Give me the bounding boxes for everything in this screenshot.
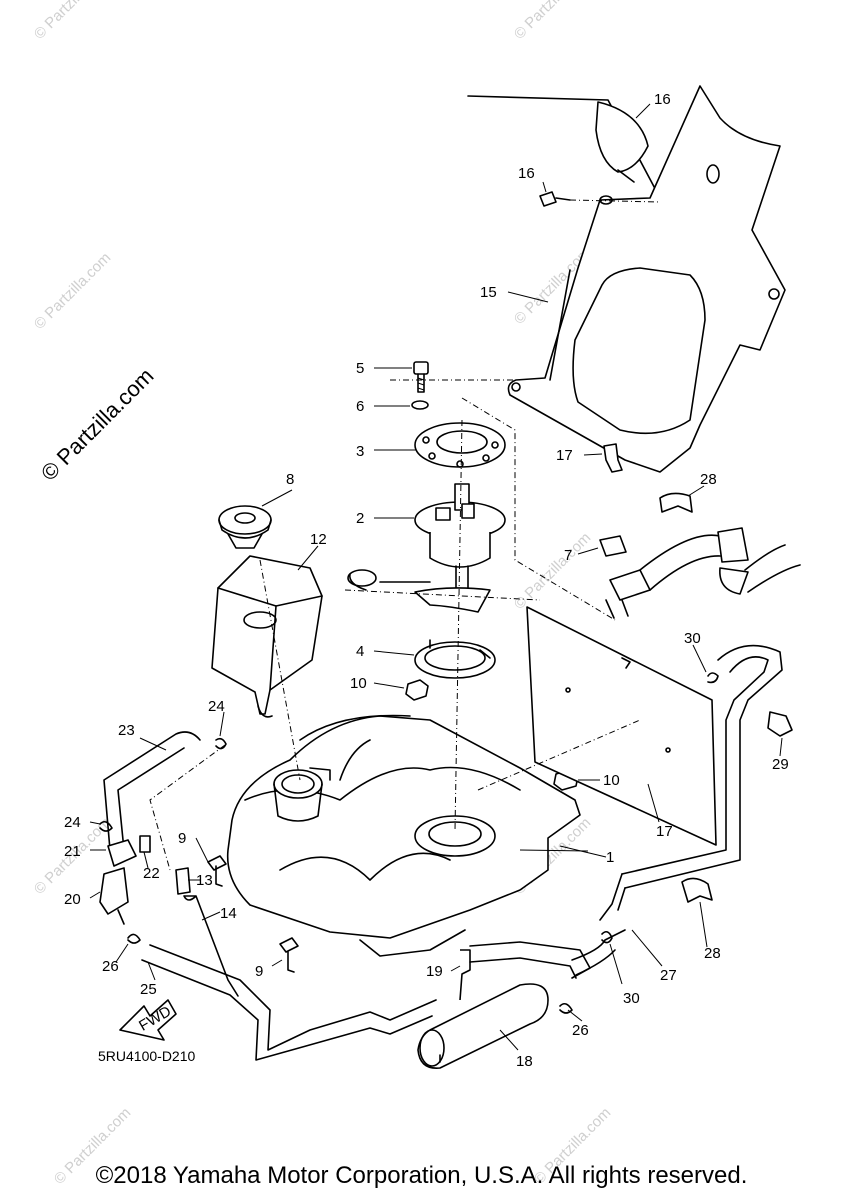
part-25-hose	[141, 941, 591, 1061]
part-28-clamp	[659, 492, 693, 513]
copyright-notice: ©2018 Yamaha Motor Corporation, U.S.A. A…	[95, 1162, 748, 1189]
callout-26: 26	[102, 958, 119, 975]
callout-2: 2	[356, 510, 364, 527]
callout-9: 9	[178, 830, 186, 847]
part-14-heat-shield	[507, 85, 786, 473]
callout-24: 24	[64, 814, 81, 831]
callout-8: 8	[286, 471, 294, 488]
part-2-fuel-pump	[347, 483, 506, 613]
part-30-clip	[601, 930, 613, 944]
callout-24: 24	[208, 698, 225, 715]
callout-30: 30	[684, 630, 701, 647]
callout-30: 30	[623, 990, 640, 1007]
part-18-fuel-filter	[417, 983, 549, 1069]
callout-7: 7	[564, 547, 572, 564]
leader-lines	[89, 103, 783, 1051]
part-12-fitting	[175, 867, 191, 895]
part-7-connector	[599, 527, 801, 619]
part-17-insulator	[526, 606, 717, 846]
callout-1: 1	[606, 849, 614, 866]
callout-20: 20	[64, 891, 81, 908]
callout-5: 5	[356, 360, 364, 377]
part-29-fitting	[767, 711, 793, 737]
callout-28: 28	[700, 471, 717, 488]
part-30-clip	[707, 672, 719, 684]
fwd-arrow: FWD	[119, 999, 177, 1041]
part-20-filter	[99, 867, 129, 925]
part-24-clip	[99, 820, 113, 832]
assembly-guide-line	[461, 397, 616, 621]
watermark: © Partzilla.com	[31, 249, 114, 332]
part-19-bolt	[459, 949, 471, 1001]
callout-10: 10	[603, 772, 620, 789]
watermark: © Partzilla.com	[511, 0, 594, 43]
callout-27: 27	[660, 967, 677, 984]
callout-21: 21	[64, 843, 81, 860]
callout-26: 26	[572, 1022, 589, 1039]
part-15-cover	[467, 95, 661, 199]
hose-return-line	[599, 644, 783, 921]
callout-12: 13	[196, 872, 213, 889]
part-5-screw	[413, 361, 429, 393]
part-10-nut	[405, 679, 429, 701]
part-11-filler-neck	[211, 555, 323, 718]
part-13-hose	[183, 895, 239, 997]
part-6-washer	[411, 400, 429, 410]
callout-16: 16	[518, 165, 535, 182]
callout-28: 28	[704, 945, 721, 962]
callout-11: 12	[310, 531, 327, 548]
callout-14: 15	[480, 284, 497, 301]
callout-15: 16	[654, 91, 671, 108]
part-3-pump-plate	[414, 422, 506, 468]
watermark: © Partzilla.com	[31, 0, 114, 43]
part-4-ring-nut	[414, 639, 496, 679]
callout-19: 19	[426, 963, 443, 980]
part-22-screw	[139, 835, 151, 853]
part-9-bolt	[207, 855, 227, 887]
callout-labels: 16 16 15 5 6 3 17 28 8 2 12 7 30 4 10 24…	[64, 91, 789, 1070]
part-23-hose	[103, 731, 201, 851]
part-26-clip	[559, 1002, 573, 1014]
callout-18: 18	[516, 1053, 533, 1070]
part-24-clip	[215, 737, 227, 750]
part-26-clip	[127, 933, 141, 944]
part-8-fuel-cap	[218, 505, 272, 549]
callout-9: 9	[255, 963, 263, 980]
part-9-bolt	[279, 937, 299, 973]
part-28-clamp	[681, 877, 713, 903]
callout-4: 4	[356, 643, 364, 660]
part-16-rivet-top	[539, 191, 661, 207]
callout-3: 3	[356, 443, 364, 460]
callout-23: 23	[118, 722, 135, 739]
callout-16: 17	[556, 447, 573, 464]
callout-6: 6	[356, 398, 364, 415]
callout-17: 17	[656, 823, 673, 840]
callout-22: 22	[143, 865, 160, 882]
diagram-code: 5RU4100-D210	[98, 1048, 196, 1064]
callout-25: 25	[140, 981, 157, 998]
centerlines	[149, 379, 641, 871]
callout-10: 10	[350, 675, 367, 692]
part-16-rivet-bottom	[603, 443, 623, 473]
part-1-fuel-tank	[226, 714, 581, 957]
part-21-clamp	[107, 839, 137, 867]
callout-29: 29	[772, 756, 789, 773]
callout-13: 14	[220, 905, 237, 922]
